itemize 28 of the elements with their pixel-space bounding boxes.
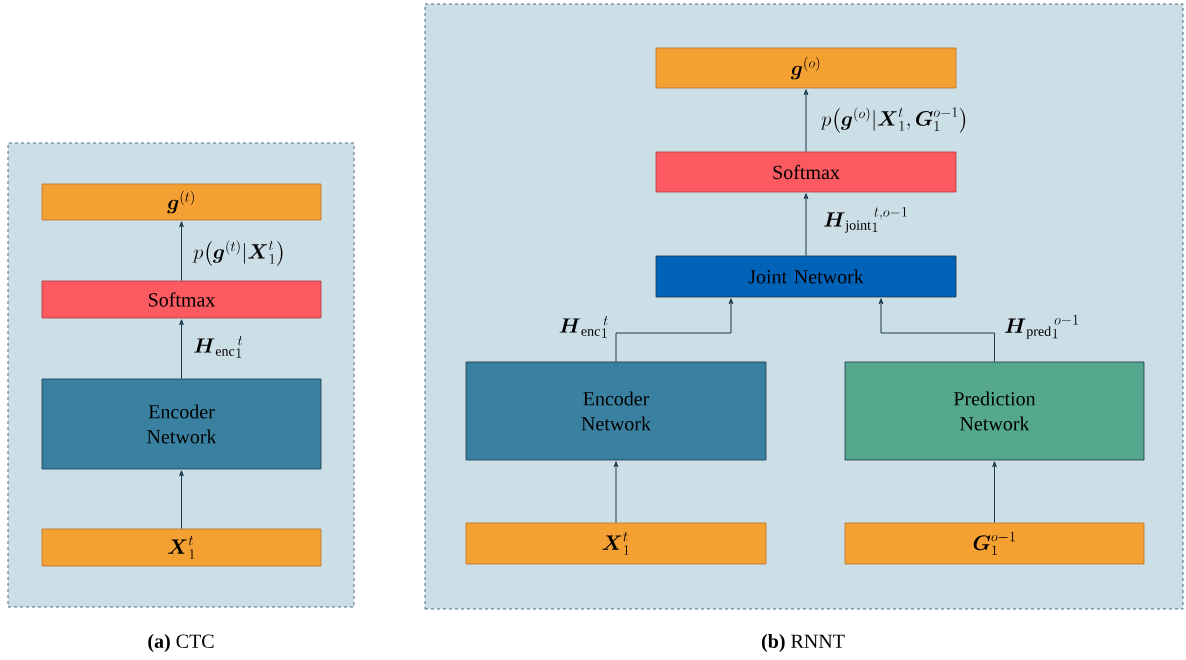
- softmax-box: Softmax: [655, 151, 957, 193]
- network-box: Encoder Network: [465, 361, 767, 461]
- arrow: [615, 298, 734, 363]
- arrow: [803, 193, 809, 257]
- output-box: $\boldsymbol{X}_1^t$: [41, 528, 322, 567]
- edge-label: $\boldsymbol{H}_{\mathrm{enc}}{}_1^{\,t}$: [559, 316, 608, 338]
- edge-label: $\boldsymbol{H}_{\mathrm{enc}}{}_1^{\,t}$: [194, 336, 243, 358]
- edge-label: $\boldsymbol{H}_{\mathrm{pred}}{}_1^{\,o-1}$: [1005, 314, 1078, 339]
- arrow: [179, 319, 184, 380]
- arrow: [613, 461, 619, 524]
- panel-label: (a) CTC: [148, 633, 214, 653]
- output-box: $\boldsymbol{X}_1^t$: [465, 522, 767, 565]
- arrow: [992, 461, 997, 524]
- edge-label: $\boldsymbol{H}_{\mathrm{joint}}{}_1^{\,t,o-1}$: [824, 207, 907, 233]
- arrow: [179, 470, 184, 530]
- arrow: [878, 298, 995, 363]
- edge-label: $p\big(\boldsymbol{g}^{(o)}|\boldsymbol{X}_1^t,\boldsymbol{G}_1^{o-1}\big)$: [820, 107, 966, 133]
- edge-label: $p\big(\boldsymbol{g}^{(t)}|\boldsymbol{X}_1^t\big)$: [192, 240, 283, 266]
- arrow: [803, 89, 809, 153]
- network-box: Encoder Network: [41, 378, 322, 470]
- output-box: $\boldsymbol{g}^{(o)}$: [655, 47, 957, 89]
- output-box: $\boldsymbol{g}^{(t)}$: [41, 183, 322, 221]
- panel-label: (b) RNNT: [761, 633, 845, 653]
- network-box: Joint Network: [655, 255, 957, 298]
- softmax-box: Softmax: [41, 280, 322, 319]
- output-box: $\boldsymbol{G}_1^{o-1}$: [844, 522, 1145, 565]
- network-box: Prediction Network: [844, 361, 1145, 461]
- arrow: [179, 221, 184, 282]
